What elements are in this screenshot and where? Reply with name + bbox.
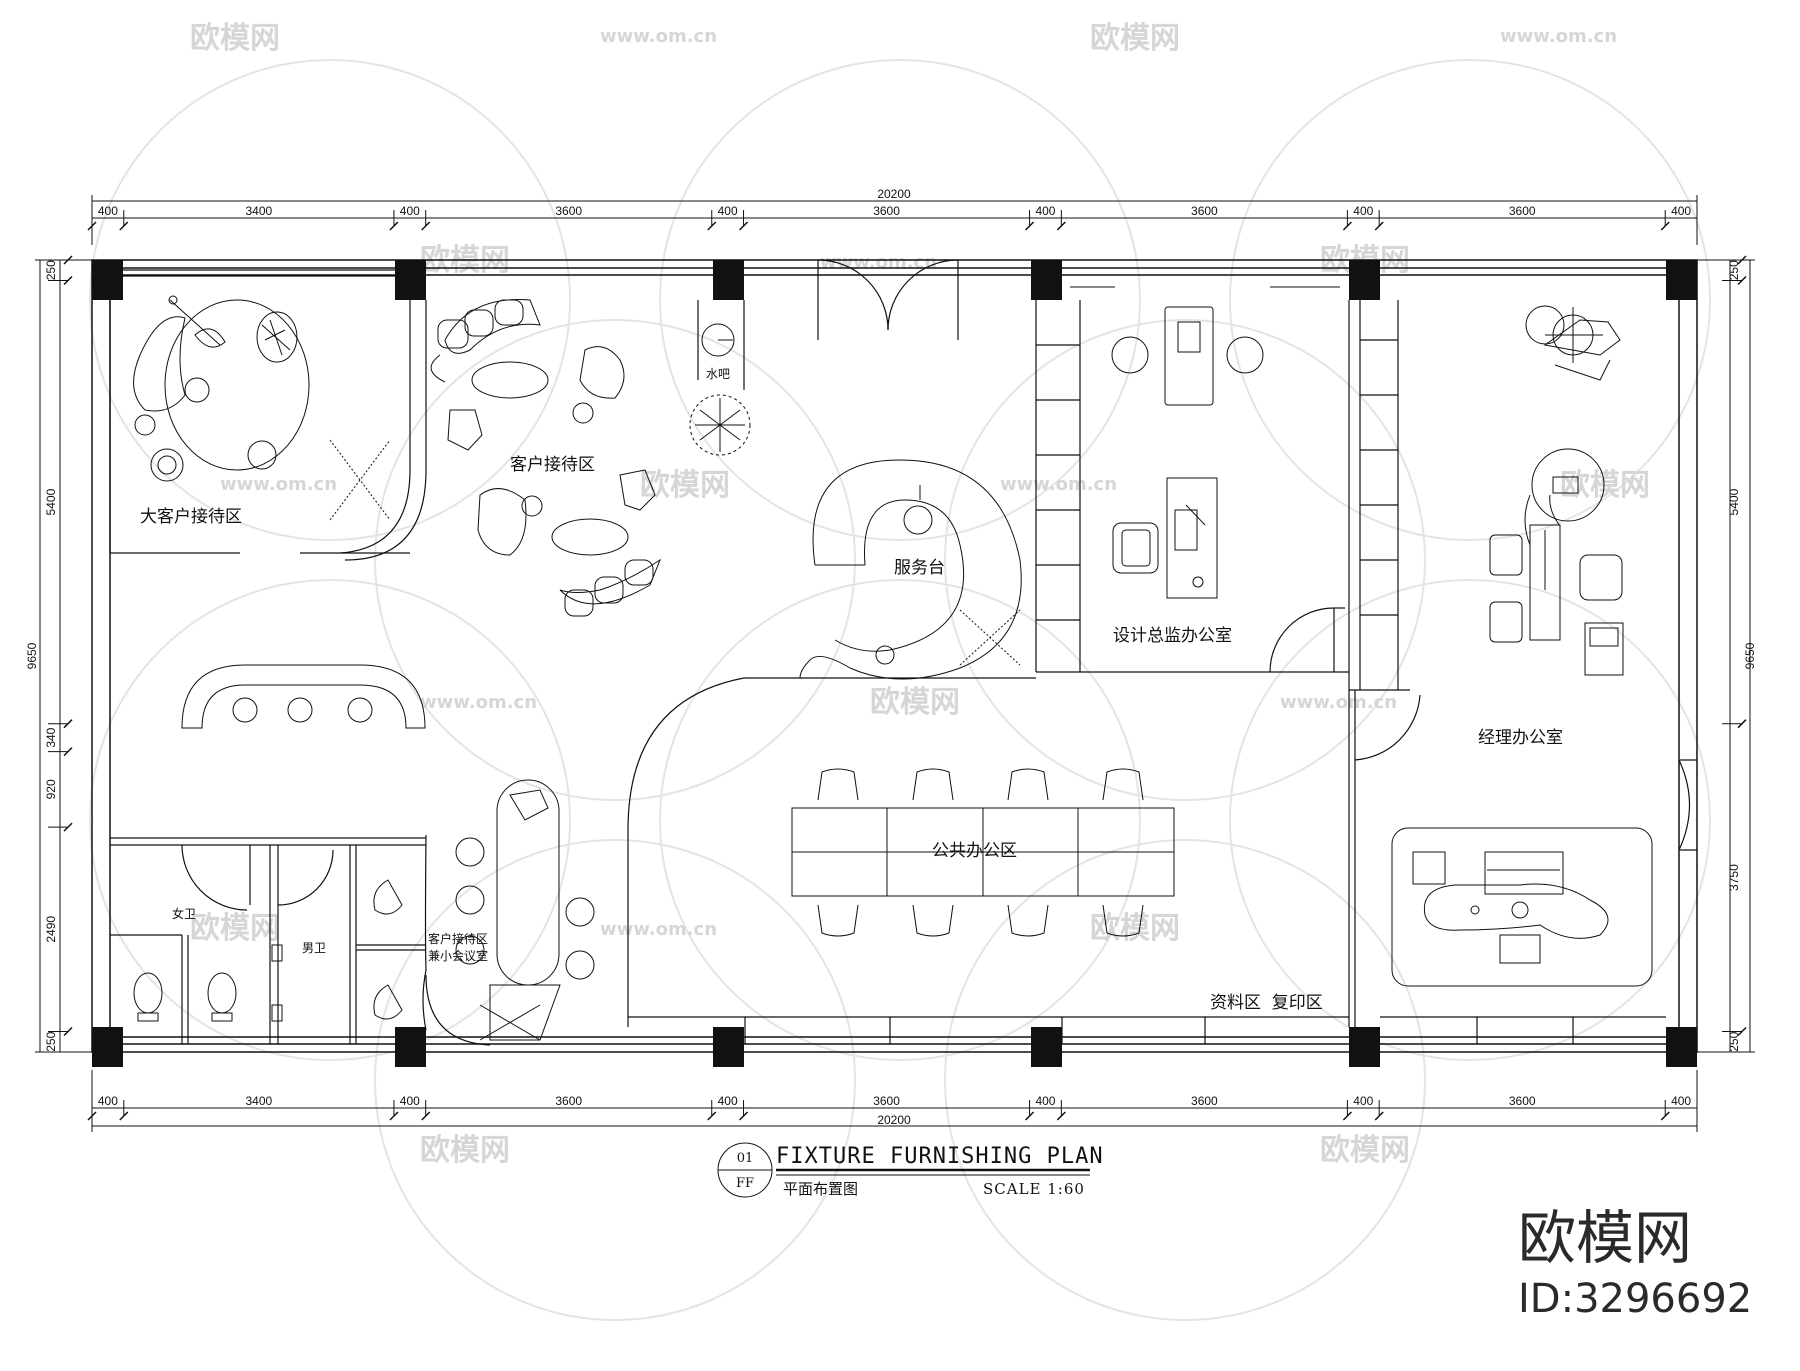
- drawing-badge-number: 01: [737, 1151, 754, 1166]
- dimension-overall-width-top: 20200: [877, 187, 911, 201]
- dimension-top-segment-10: 3600: [1509, 204, 1536, 218]
- design-office-furniture: [1070, 286, 1340, 599]
- vip-lounge-set: [133, 295, 310, 482]
- structural-columns: [92, 260, 1697, 1067]
- room-label-men-wc: 男卫: [302, 941, 326, 955]
- dimension-bottom-segment-4: 3600: [555, 1094, 582, 1108]
- dimension-left-segment-6: 250: [44, 1031, 58, 1051]
- dimension-top-segment-2: 3400: [246, 204, 273, 218]
- svg-text:欧模网: 欧模网: [1090, 21, 1180, 56]
- dimension-bottom-segment-11: 400: [1671, 1094, 1691, 1108]
- room-label-client-reception: 客户接待区: [510, 455, 595, 475]
- room-label-manager-office: 经理办公室: [1478, 728, 1563, 748]
- watermark-id: ID:3296692: [1518, 1276, 1752, 1322]
- dimension-right-segment-3: 3750: [1727, 864, 1741, 891]
- water-bar-fixtures: [689, 323, 751, 456]
- top-dimensions: [87, 195, 1698, 245]
- dimension-overall-width-bottom: 20200: [877, 1113, 911, 1127]
- room-label-service-desk: 服务台: [894, 558, 945, 578]
- svg-text:欧模网: 欧模网: [1090, 911, 1180, 946]
- title-block: 01 FF FIXTURE FURNISHING PLAN 平面布置图 SCAL…: [717, 1142, 1104, 1198]
- dimension-left-segment-5: 2490: [44, 916, 58, 943]
- dimension-bottom-segment-1: 400: [98, 1094, 118, 1108]
- dimension-top-segment-7: 400: [1035, 204, 1055, 218]
- dimension-top-segment-3: 400: [400, 204, 420, 218]
- dimension-right-segment-1: 250: [1727, 260, 1741, 280]
- svg-text:欧模网: 欧模网: [870, 685, 960, 720]
- drawing-scale: SCALE 1:60: [983, 1180, 1085, 1198]
- drawing-title: FIXTURE FURNISHING PLAN: [776, 1144, 1104, 1169]
- left-dimensions: [35, 255, 92, 1053]
- interior-walls: [109, 259, 1697, 1046]
- dimension-top-segment-11: 400: [1671, 204, 1691, 218]
- bottom-dimensions: [87, 1070, 1698, 1132]
- drawing-badge-code: FF: [736, 1176, 754, 1191]
- room-label-water-bar: 水吧: [706, 367, 730, 381]
- dimension-bottom-segment-5: 400: [718, 1094, 738, 1108]
- right-dimensions: [1697, 255, 1755, 1053]
- room-label-design-director-office: 设计总监办公室: [1113, 626, 1232, 646]
- dimension-top-segment-5: 400: [718, 204, 738, 218]
- svg-text:欧模网: 欧模网: [420, 1133, 510, 1168]
- dimension-overall-height-right: 9650: [1743, 642, 1757, 669]
- dimension-bottom-segment-10: 3600: [1509, 1094, 1536, 1108]
- dimension-right-segment-2: 5400: [1727, 488, 1741, 515]
- svg-text:www.om.cn: www.om.cn: [1500, 26, 1617, 47]
- furniture: [133, 286, 1653, 1041]
- dimension-top-segment-4: 3600: [555, 204, 582, 218]
- exterior-walls: [91, 259, 1698, 1053]
- room-label-meeting-line1: 客户接待区: [428, 931, 488, 946]
- service-desk: [799, 459, 1022, 680]
- room-label-vip-reception: 大客户接待区: [140, 507, 242, 527]
- dimension-top-segment-8: 3600: [1191, 204, 1218, 218]
- public-office-table: [791, 768, 1175, 937]
- dimension-bottom-segment-8: 3600: [1191, 1094, 1218, 1108]
- room-label-meeting-line2: 兼小会议室: [428, 948, 488, 963]
- bar-counter: [181, 664, 426, 729]
- manager-office-furniture: [1391, 305, 1653, 987]
- svg-text:欧模网: 欧模网: [640, 468, 730, 503]
- dimension-bottom-segment-7: 400: [1035, 1094, 1055, 1108]
- restroom-fixtures: [133, 879, 403, 1022]
- svg-text:www.om.cn: www.om.cn: [600, 919, 717, 940]
- dimension-top-segment-1: 400: [98, 204, 118, 218]
- svg-text:www.om.cn: www.om.cn: [220, 474, 337, 495]
- vip-stair-lines: [329, 439, 1021, 666]
- dimension-bottom-segment-6: 3600: [873, 1094, 900, 1108]
- dimension-bottom-segment-2: 3400: [246, 1094, 273, 1108]
- dimension-right-segment-4: 250: [1727, 1031, 1741, 1051]
- watermark-logo: 欧模网 ID:3296692: [1518, 1204, 1752, 1322]
- dimension-left-segment-4: 920: [44, 779, 58, 799]
- room-label-public-office: 公共办公区: [932, 841, 1017, 861]
- dimension-top-segment-9: 400: [1353, 204, 1373, 218]
- dimension-left-segment-2: 5400: [44, 488, 58, 515]
- dimension-overall-height-left: 9650: [25, 642, 39, 669]
- dimension-bottom-segment-3: 400: [400, 1094, 420, 1108]
- svg-text:欧模网: 欧模网: [190, 21, 280, 56]
- client-sofa-set-upper: [430, 299, 625, 451]
- watermark-faint-text: 欧模网 www.om.cn 欧模网 www.om.cn 欧模网 www.om.c…: [190, 21, 1650, 1168]
- room-label-women-wc: 女卫: [172, 906, 196, 921]
- watermark-brand: 欧模网: [1518, 1204, 1692, 1272]
- dimension-bottom-segment-9: 400: [1353, 1094, 1373, 1108]
- svg-text:www.om.cn: www.om.cn: [1000, 474, 1117, 495]
- drawing-subtitle: 平面布置图: [783, 1180, 858, 1198]
- dimension-top-segment-6: 3600: [873, 204, 900, 218]
- reception-meeting-furniture: [455, 779, 595, 1041]
- watermark-background: [89, 59, 1711, 1321]
- client-sofa-set-lower: [477, 469, 662, 617]
- svg-text:www.om.cn: www.om.cn: [1280, 692, 1397, 713]
- svg-text:www.om.cn: www.om.cn: [420, 692, 537, 713]
- svg-text:www.om.cn: www.om.cn: [600, 26, 717, 47]
- svg-text:欧模网: 欧模网: [1560, 468, 1650, 503]
- svg-text:欧模网: 欧模网: [1320, 1133, 1410, 1168]
- room-label-archive-copy: 资料区 复印区: [1210, 993, 1323, 1013]
- room-labels: 大客户接待区 客户接待区 水吧 服务台 设计总监办公室 经理办公室 公共办公区 …: [140, 367, 1563, 1013]
- dimension-left-segment-3: 340: [44, 727, 58, 747]
- svg-text:欧模网: 欧模网: [190, 911, 280, 946]
- dimension-left-segment-1: 250: [44, 260, 58, 280]
